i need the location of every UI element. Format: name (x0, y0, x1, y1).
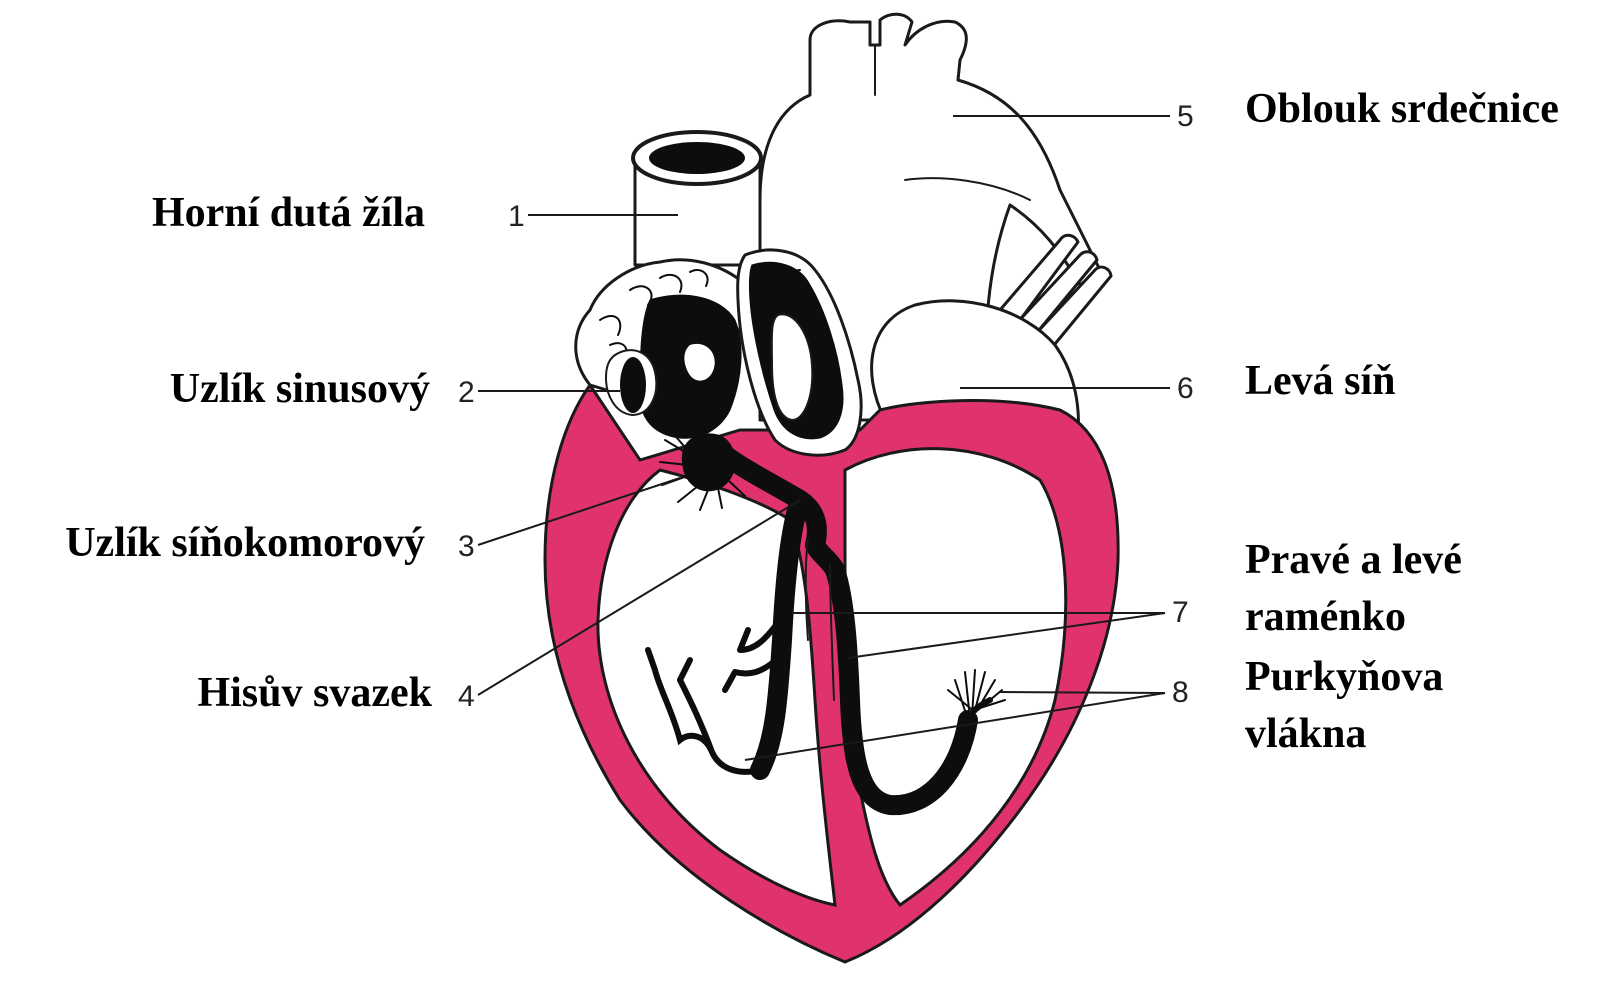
label-purkinje-line1: Purkyňova (1245, 654, 1443, 700)
sinus-node (620, 357, 646, 413)
label-bundle-branches-line1: Pravé a levé (1245, 537, 1462, 583)
number-5: 5 (1177, 100, 1194, 133)
label-bundle-branches-line2: raménko (1245, 594, 1406, 640)
label-sinoatrial-node: Uzlík sinusový (170, 366, 430, 412)
number-2: 2 (458, 376, 475, 409)
label-superior-vena-cava: Horní dutá žíla (152, 190, 425, 236)
number-1: 1 (508, 200, 525, 233)
label-aortic-arch: Oblouk srdečnice (1245, 86, 1559, 132)
number-8: 8 (1172, 676, 1189, 709)
vena-cava-lumen (649, 142, 745, 174)
label-purkinje-line2: vlákna (1245, 711, 1366, 757)
left-ventricle-cavity (845, 449, 1066, 905)
label-bundle-of-his: Hisův svazek (197, 670, 432, 716)
number-3: 3 (458, 530, 475, 563)
label-atrioventricular-node: Uzlík síňokomorový (65, 520, 425, 566)
number-7: 7 (1172, 596, 1189, 629)
number-6: 6 (1177, 372, 1194, 405)
label-left-atrium: Levá síň (1245, 358, 1396, 404)
number-4: 4 (458, 680, 475, 713)
